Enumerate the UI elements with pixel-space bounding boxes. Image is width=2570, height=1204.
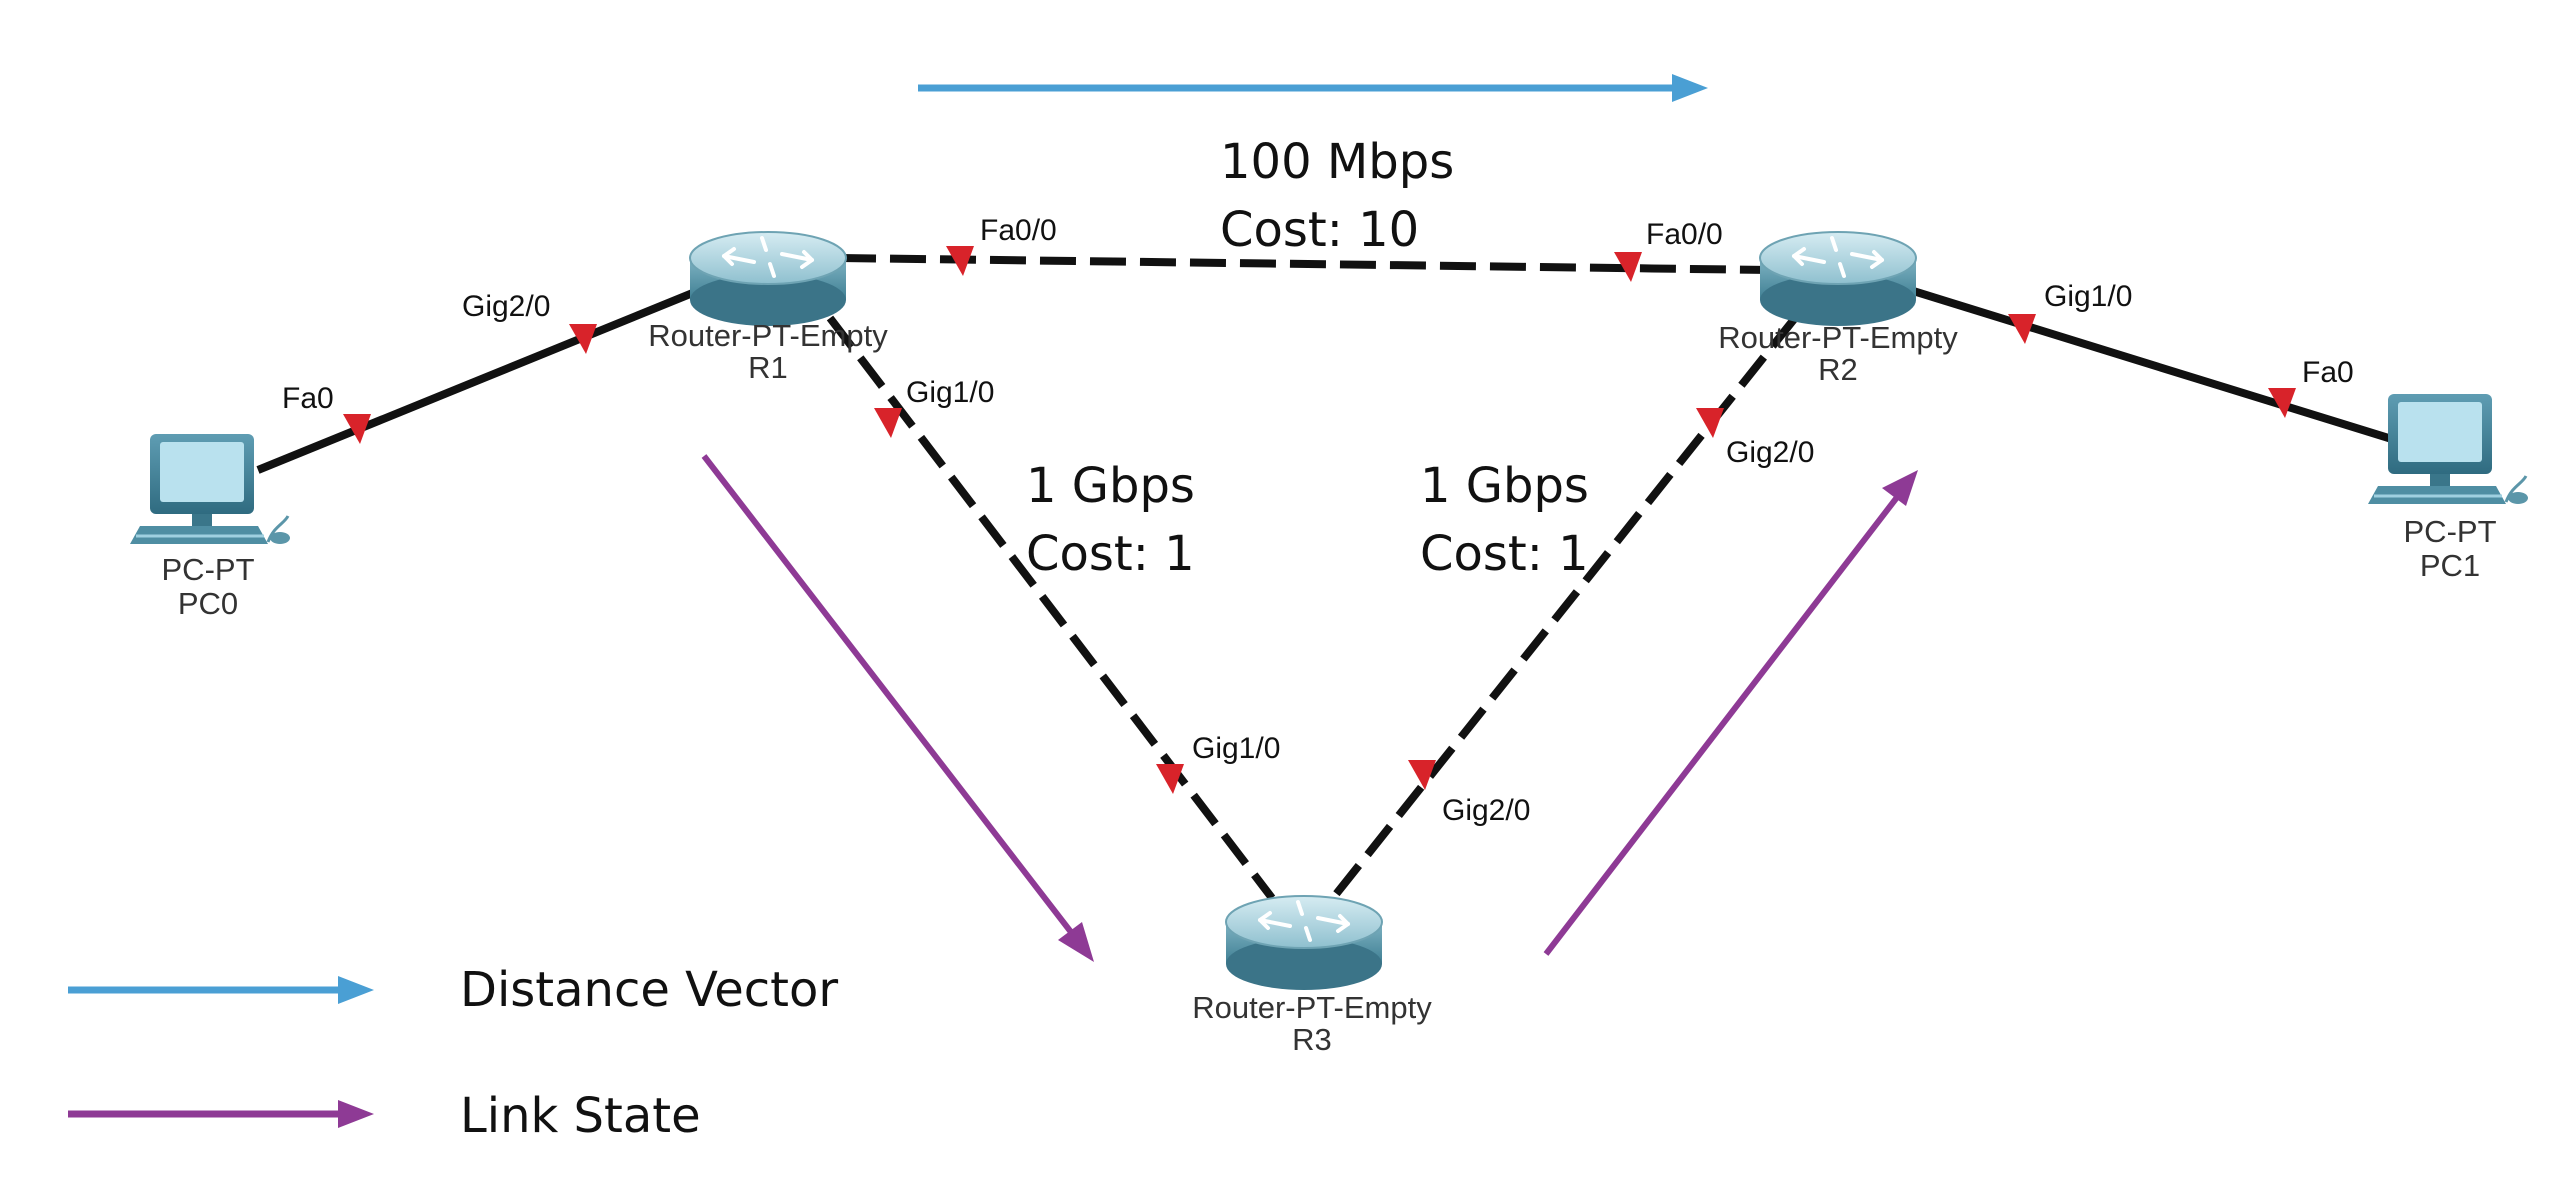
link-r2-r3: [1329, 315, 1799, 901]
pc-pc0[interactable]: [128, 432, 292, 546]
port-label-r1-gig1: Gig1/0: [906, 376, 994, 409]
port-label-r3-gig1: Gig1/0: [1192, 732, 1280, 765]
link-r1-r3-speed: 1 Gbps: [1026, 458, 1195, 514]
router-r2[interactable]: [1758, 230, 1918, 328]
link-r1-r2-speed: 100 Mbps: [1220, 134, 1454, 190]
r1-name-label: R1: [748, 350, 788, 385]
r3-name-label: R3: [1292, 1022, 1332, 1057]
link-r1-r3-cost: Cost: 1: [1026, 526, 1195, 582]
legend-distance-vector: Distance Vector: [68, 962, 838, 1018]
link-state-arrow-up: [1543, 470, 1918, 956]
pc-icon: [128, 432, 292, 546]
port-label-pc0-fa0: Fa0: [282, 382, 334, 415]
link-r2-r3-speed: 1 Gbps: [1420, 458, 1589, 514]
port-label-pc1-fa0: Fa0: [2302, 356, 2354, 389]
port-label-r1-fa0: Fa0/0: [980, 214, 1057, 247]
legend-link-state: Link State: [68, 1088, 701, 1144]
r3-model-label: Router-PT-Empty: [1192, 990, 1432, 1025]
port-label-r3-gig2: Gig2/0: [1442, 794, 1530, 827]
link-r1-r3: [826, 315, 1276, 901]
r2-name-label: R2: [1818, 352, 1858, 387]
port-label-r1-gig2: Gig2/0: [462, 290, 550, 323]
router-icon: [1758, 230, 1918, 328]
link-r2-r3-cost: Cost: 1: [1420, 526, 1589, 582]
distance-vector-arrow: [918, 74, 1708, 102]
pc-icon: [2366, 392, 2530, 506]
link-pc0-r1: [256, 286, 702, 474]
link-state-arrow-down: [701, 454, 1094, 962]
legend-distance-vector-label: Distance Vector: [460, 962, 838, 1018]
r1-model-label: Router-PT-Empty: [648, 318, 888, 353]
pc-pc1[interactable]: [2366, 392, 2530, 506]
router-icon: [688, 230, 848, 328]
link-r2-pc1: [1908, 286, 2397, 444]
pc1-name-label: PC1: [2420, 548, 2480, 583]
pc1-model-label: PC-PT: [2404, 514, 2497, 549]
legend-link-state-label: Link State: [460, 1088, 701, 1144]
port-label-r2-gig1: Gig1/0: [2044, 280, 2132, 313]
legend: Distance Vector Link State: [68, 962, 838, 1144]
router-r3[interactable]: [1224, 894, 1384, 992]
link-r1-r2: [839, 254, 1773, 274]
router-r1[interactable]: [688, 230, 848, 328]
router-icon: [1224, 894, 1384, 992]
port-label-r2-gig2: Gig2/0: [1726, 436, 1814, 469]
pc0-model-label: PC-PT: [162, 552, 255, 587]
r2-model-label: Router-PT-Empty: [1718, 320, 1958, 355]
port-marker-r1-gig1[interactable]: [874, 408, 902, 438]
port-label-r2-fa0: Fa0/0: [1646, 218, 1723, 251]
port-marker-r2-gig2[interactable]: [1696, 408, 1724, 438]
pc0-name-label: PC0: [178, 586, 238, 621]
link-r1-r2-cost: Cost: 10: [1220, 202, 1419, 258]
